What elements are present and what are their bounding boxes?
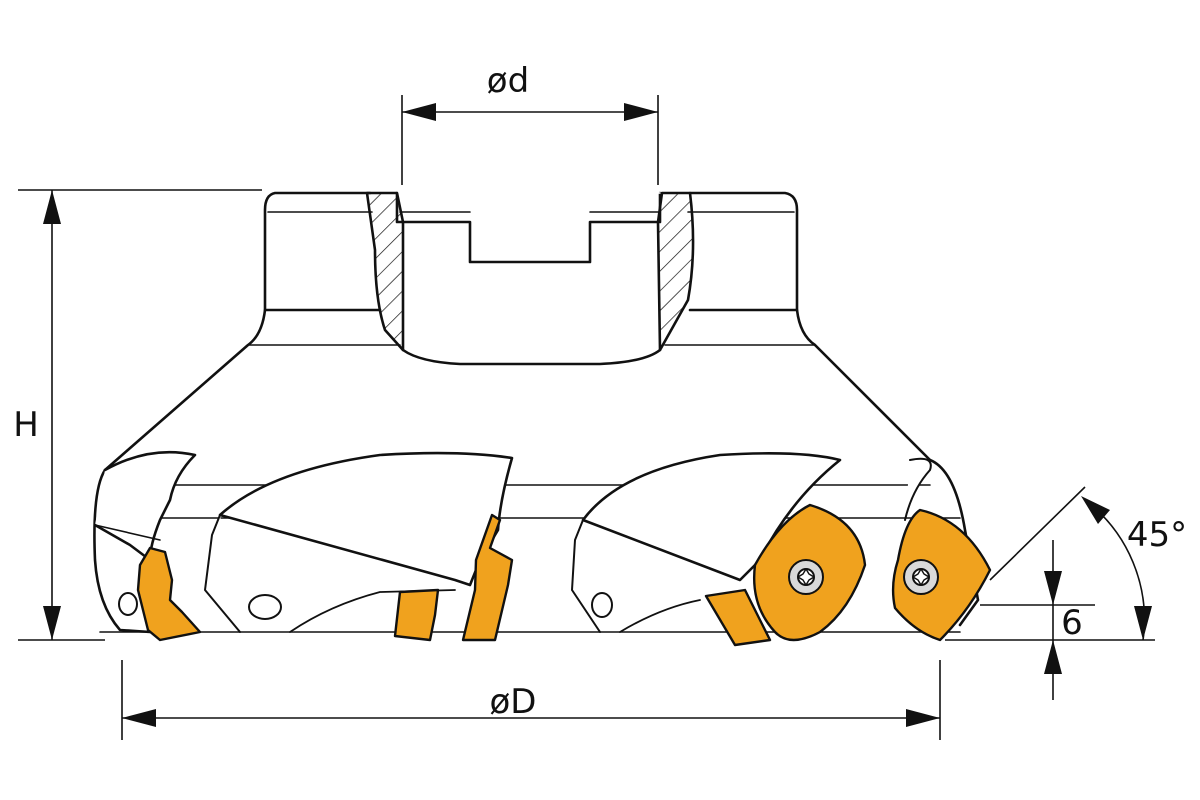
label-height: H (13, 405, 39, 445)
dimension-angle (989, 486, 1152, 641)
insert-3 (461, 513, 514, 642)
label-bore-diameter: ød (487, 61, 529, 101)
insert-1 (136, 546, 202, 642)
bore-section-right (656, 191, 695, 352)
insert-screws (788, 559, 939, 595)
label-lead-angle: 45° (1127, 515, 1187, 555)
dimension-outer (121, 660, 941, 740)
label-depth-of-cut: 6 (1061, 603, 1083, 643)
insert-4 (704, 588, 772, 647)
dimension-bore (401, 95, 659, 185)
chip-flutes (93, 450, 932, 633)
label-outer-diameter: øD (490, 682, 537, 722)
dimension-height (18, 189, 262, 641)
insert-2 (393, 588, 440, 642)
dimension-depth (945, 540, 1155, 700)
tool-hub (263, 191, 799, 366)
bore-section-left (365, 191, 405, 352)
insert-6 (891, 508, 992, 642)
